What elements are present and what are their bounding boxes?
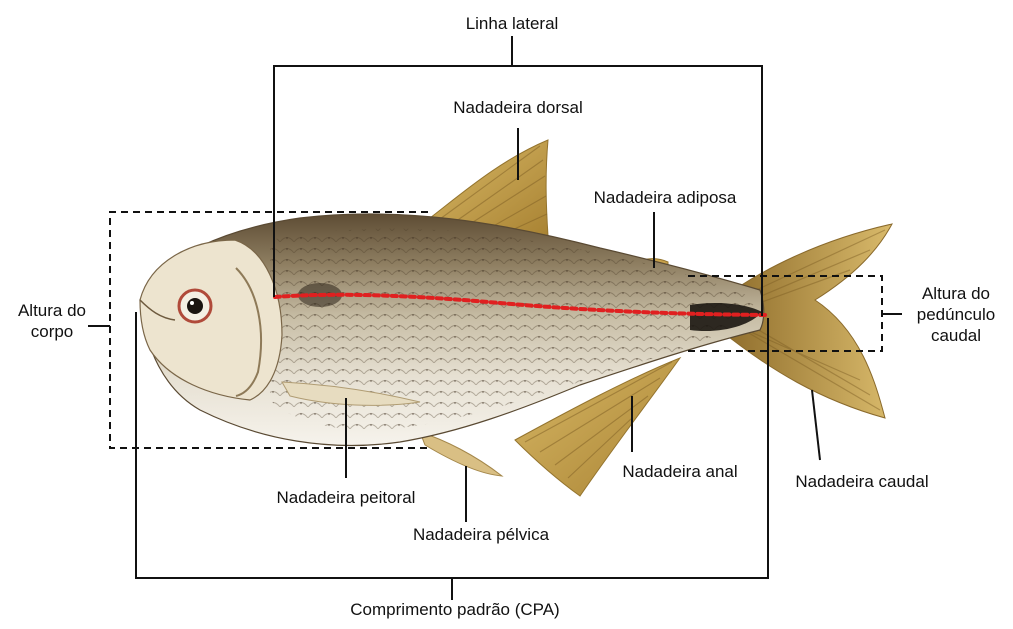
caudal-fin-leader [812, 390, 820, 460]
label-nadadeira-peitoral: Nadadeira peitoral [248, 488, 444, 508]
label-linha-lateral: Linha lateral [452, 14, 572, 34]
label-altura-pedunculo-line2: pedúnculo [906, 304, 1006, 325]
label-altura-pedunculo-line1: Altura do [906, 283, 1006, 304]
label-nadadeira-caudal: Nadadeira caudal [776, 472, 948, 492]
label-altura-do-corpo-line2: corpo [6, 321, 98, 342]
pelvic-fin [420, 432, 502, 476]
label-altura-do-corpo: Altura do corpo [6, 300, 98, 342]
label-nadadeira-anal: Nadadeira anal [600, 462, 760, 482]
fish-head [140, 240, 282, 400]
label-altura-pedunculo-line3: caudal [906, 325, 1006, 346]
label-nadadeira-adiposa: Nadadeira adiposa [570, 188, 760, 208]
label-altura-pedunculo: Altura do pedúnculo caudal [906, 283, 1006, 346]
label-altura-do-corpo-line1: Altura do [6, 300, 98, 321]
label-nadadeira-pelvica: Nadadeira pélvica [386, 525, 576, 545]
label-comprimento-padrao: Comprimento padrão (CPA) [330, 600, 580, 620]
label-nadadeira-dorsal: Nadadeira dorsal [428, 98, 608, 118]
